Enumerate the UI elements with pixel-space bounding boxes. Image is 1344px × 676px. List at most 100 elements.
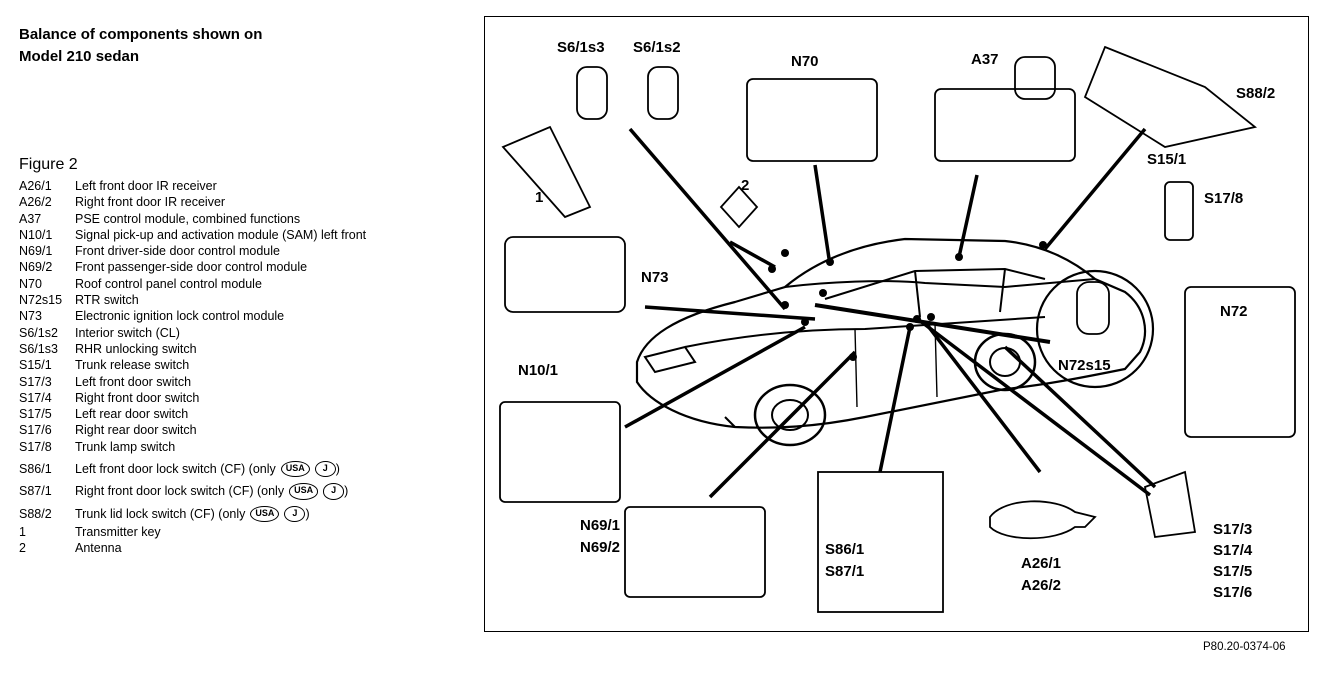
legend-description: Right rear door switch: [75, 423, 197, 438]
transmitter-key-icon: [501, 125, 592, 219]
region-badge-j: J: [284, 505, 306, 522]
rtr-switch-callout: [1035, 269, 1155, 389]
legend-description: Trunk lamp switch: [75, 439, 176, 454]
ignition-lock-module-icon: [504, 236, 626, 313]
legend-row: N73 Electronic ignition lock control modu…: [19, 308, 366, 324]
legend-description: Front passenger-side door control module: [75, 260, 308, 275]
region-badge-j: J: [314, 461, 336, 478]
legend-code: N69/2: [19, 260, 53, 275]
legend-code: A26/2: [19, 195, 52, 210]
diagram-artwork: [499, 45, 1296, 613]
region-badge-j: J: [323, 483, 345, 500]
legend-row: S86/1 Left front door lock switch (CF) (o…: [19, 461, 366, 478]
legend-description: Right front door lock switch (CF) (only: [75, 484, 285, 499]
legend-description: RHR unlocking switch: [75, 341, 197, 356]
legend-code: S17/4: [19, 390, 52, 405]
legend-description: PSE control module, combined functions: [75, 211, 301, 226]
legend-code: N73: [19, 309, 42, 324]
heading-line-2: Model 210 sedan: [19, 48, 140, 65]
label-s87-1: S87/1: [825, 563, 865, 580]
label-s6-1s2: S6/1s2: [633, 39, 681, 56]
label-n69-2: N69/2: [580, 539, 621, 556]
legend-row: S17/3 Left front door switch: [19, 374, 366, 390]
rtr-switch-icon: [1076, 281, 1110, 335]
heading-line-1: Balance of components shown on: [19, 26, 263, 43]
legend-code: S6/1s2: [19, 325, 58, 340]
legend-cf-list: S86/1 Left front door lock switch (CF) (o…: [19, 461, 366, 522]
legend-row: N72s15 RTR switch: [19, 292, 366, 308]
legend-code: S17/6: [19, 423, 52, 438]
region-badge-usa: USA: [280, 461, 310, 478]
label-s17-4: S17/4: [1213, 542, 1253, 559]
legend-description: Trunk release switch: [75, 358, 190, 373]
label-transmitter-key: 1: [535, 189, 544, 206]
legend-description: Left front door lock switch (CF) (only: [75, 462, 276, 477]
switch-s6-1s3-icon: [576, 66, 608, 120]
label-s15-1: S15/1: [1147, 151, 1187, 168]
legend-code: A37: [19, 211, 42, 226]
label-n72: N72: [1220, 303, 1248, 320]
legend-description: Transmitter key: [75, 524, 161, 539]
legend-row: S6/1s2 Interior switch (CL): [19, 325, 366, 341]
label-n73: N73: [641, 269, 669, 286]
legend-description: Front driver-side door control module: [75, 244, 280, 259]
label-s88-2: S88/2: [1236, 85, 1276, 102]
pse-control-module-icon: [934, 88, 1076, 162]
legend-description: Right front door IR receiver: [75, 195, 226, 210]
legend-description: Interior switch (CL): [75, 325, 180, 340]
legend-row: N69/2 Front passenger-side door control m…: [19, 259, 366, 275]
legend-code: S87/1: [19, 484, 52, 499]
switch-s6-1s2-icon: [647, 66, 679, 120]
legend-code: S86/1: [19, 462, 52, 477]
legend-row: S17/5 Left rear door switch: [19, 406, 366, 422]
closing-paren: ): [305, 506, 310, 521]
roof-control-panel-icon: [746, 78, 878, 162]
leader-lines: [624, 127, 1157, 499]
legend-description: Left front door IR receiver: [75, 179, 217, 193]
legend-row: S87/1 Right front door lock switch (CF) (…: [19, 483, 366, 500]
connection-points: [768, 241, 1047, 361]
label-n69-1: N69/1: [580, 517, 621, 534]
legend-description: Left rear door switch: [75, 407, 189, 422]
legend-description: Electronic ignition lock control module: [75, 309, 285, 324]
legend-code: N69/1: [19, 244, 53, 259]
legend-description: Left front door switch: [75, 374, 192, 389]
component-diagram: S6/1s3 S6/1s2 N70 A37 S88/2 S15/1 S17/8 …: [484, 16, 1309, 632]
legend-code: N70: [19, 276, 42, 291]
door-switch-icon: [1143, 470, 1197, 538]
label-s6-1s3: S6/1s3: [557, 39, 605, 56]
antenna-icon: [719, 185, 759, 229]
trunk-lamp-switch-icon: [1164, 181, 1194, 241]
door-ir-receiver-icon: [989, 500, 1097, 540]
region-badge-usa: USA: [289, 483, 319, 500]
legend-description: Trunk lid lock switch (CF) (only: [75, 506, 246, 521]
door-lock-switch-inset: [817, 471, 944, 613]
legend-row: A37 PSE control module, combined function…: [19, 211, 366, 227]
region-badge-usa: USA: [250, 505, 280, 522]
legend-description: RTR switch: [75, 293, 139, 308]
legend-code: A26/1: [19, 179, 52, 193]
sam-module-icon: [499, 401, 621, 503]
closing-paren: ): [344, 484, 349, 499]
component-pictograms: [499, 45, 1296, 613]
legend-code: S6/1s3: [19, 341, 58, 356]
legend-code: S17/5: [19, 407, 52, 422]
label-s17-6: S17/6: [1213, 584, 1253, 601]
legend-code: N72s15: [19, 293, 63, 308]
label-a37: A37: [971, 51, 999, 68]
label-n72s15: N72s15: [1058, 357, 1111, 374]
legend-row: S6/1s3 RHR unlocking switch: [19, 341, 366, 357]
legend-description: Signal pick-up and activation module (SA…: [75, 227, 367, 242]
figure-title: Figure 2: [19, 156, 78, 173]
door-control-module-icon: [624, 506, 766, 598]
rear-control-module-icon: [1184, 286, 1296, 438]
legend-code: S17/3: [19, 374, 52, 389]
